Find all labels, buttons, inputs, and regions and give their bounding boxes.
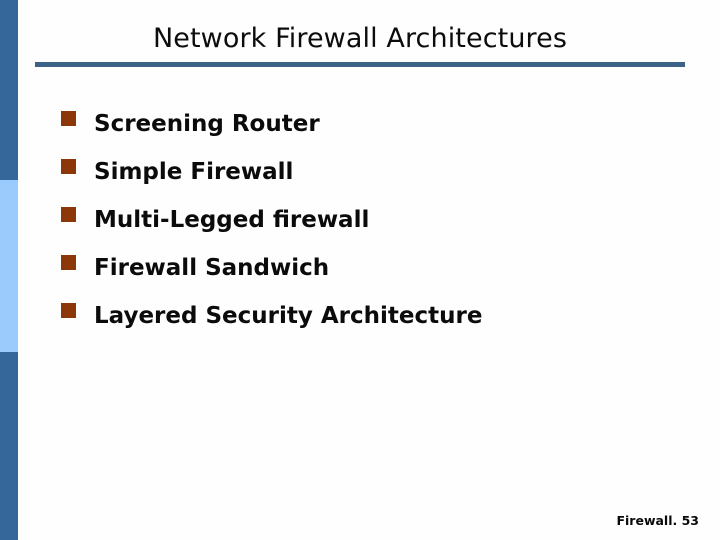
title-area: Network Firewall Architectures (35, 22, 685, 56)
left-stripe-middle-segment (0, 180, 18, 352)
square-bullet-icon (61, 255, 76, 270)
square-bullet-icon (61, 303, 76, 318)
left-stripe-bottom-segment (0, 352, 18, 540)
list-item: Simple Firewall (61, 148, 681, 196)
list-item-label: Screening Router (94, 111, 320, 137)
square-bullet-icon (61, 207, 76, 222)
page-title: Network Firewall Architectures (152, 23, 568, 54)
square-bullet-icon (61, 111, 76, 126)
left-stripe-top-segment (0, 0, 18, 180)
bullet-list: Screening Router Simple Firewall Multi-L… (61, 100, 681, 340)
list-item-label: Firewall Sandwich (94, 255, 330, 281)
list-item: Multi-Legged firewall (61, 196, 681, 244)
list-item-label: Multi-Legged firewall (94, 207, 370, 233)
list-item-label: Layered Security Architecture (94, 303, 483, 329)
list-item: Screening Router (61, 100, 681, 148)
list-item-label: Simple Firewall (94, 159, 294, 185)
title-underline-rule (35, 62, 685, 67)
list-item: Firewall Sandwich (61, 244, 681, 292)
slide-footer-label: Firewall. 53 (616, 513, 699, 528)
list-item: Layered Security Architecture (61, 292, 681, 340)
square-bullet-icon (61, 159, 76, 174)
